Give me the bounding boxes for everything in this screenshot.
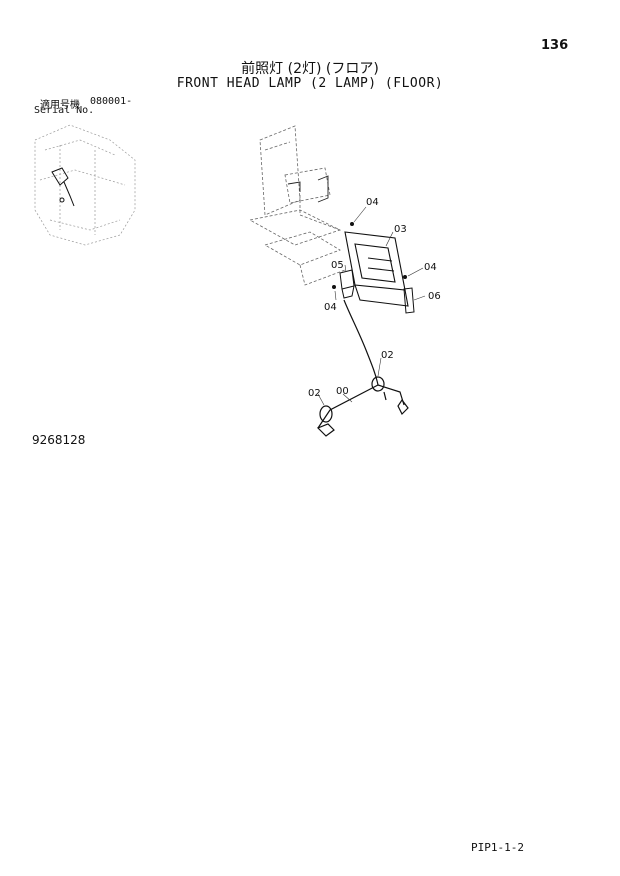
callout-05: 05 bbox=[331, 260, 344, 271]
serial-label-japanese: 適用号機 bbox=[40, 100, 80, 111]
callout-06: 06 bbox=[428, 291, 441, 302]
page-title-japanese: 前照灯 (2灯) (フロア) bbox=[241, 61, 379, 77]
floor-structure bbox=[248, 125, 346, 286]
bolt-04 bbox=[332, 222, 407, 289]
callout-04-left: 04 bbox=[324, 302, 337, 313]
locator-highlight bbox=[51, 167, 75, 207]
page-number: 136 bbox=[541, 38, 569, 53]
relay-05 bbox=[339, 269, 355, 299]
trim-strip-06 bbox=[403, 287, 415, 314]
callout-04-top: 04 bbox=[366, 197, 379, 208]
wire-harness-00 bbox=[316, 299, 409, 437]
serial-label-english: Serial No. bbox=[34, 105, 95, 116]
drawing-number: 9268128 bbox=[32, 433, 86, 447]
page-title-english: FRONT HEAD LAMP (2 LAMP) (FLOOR) bbox=[176, 76, 444, 91]
footer-code: PIP1-1-2 bbox=[471, 841, 524, 854]
callout-03: 03 bbox=[394, 224, 407, 235]
callout-02-upper: 02 bbox=[381, 350, 394, 361]
mount-bracket bbox=[287, 175, 329, 203]
callout-02-lower: 02 bbox=[308, 388, 321, 399]
callout-00: 00 bbox=[336, 386, 349, 397]
callout-04-right: 04 bbox=[424, 262, 437, 273]
serial-range: 080001- bbox=[90, 96, 133, 107]
lamp-bracket-03 bbox=[344, 231, 409, 307]
locator-thumbnail bbox=[34, 124, 136, 246]
callout-leaders bbox=[317, 206, 426, 406]
